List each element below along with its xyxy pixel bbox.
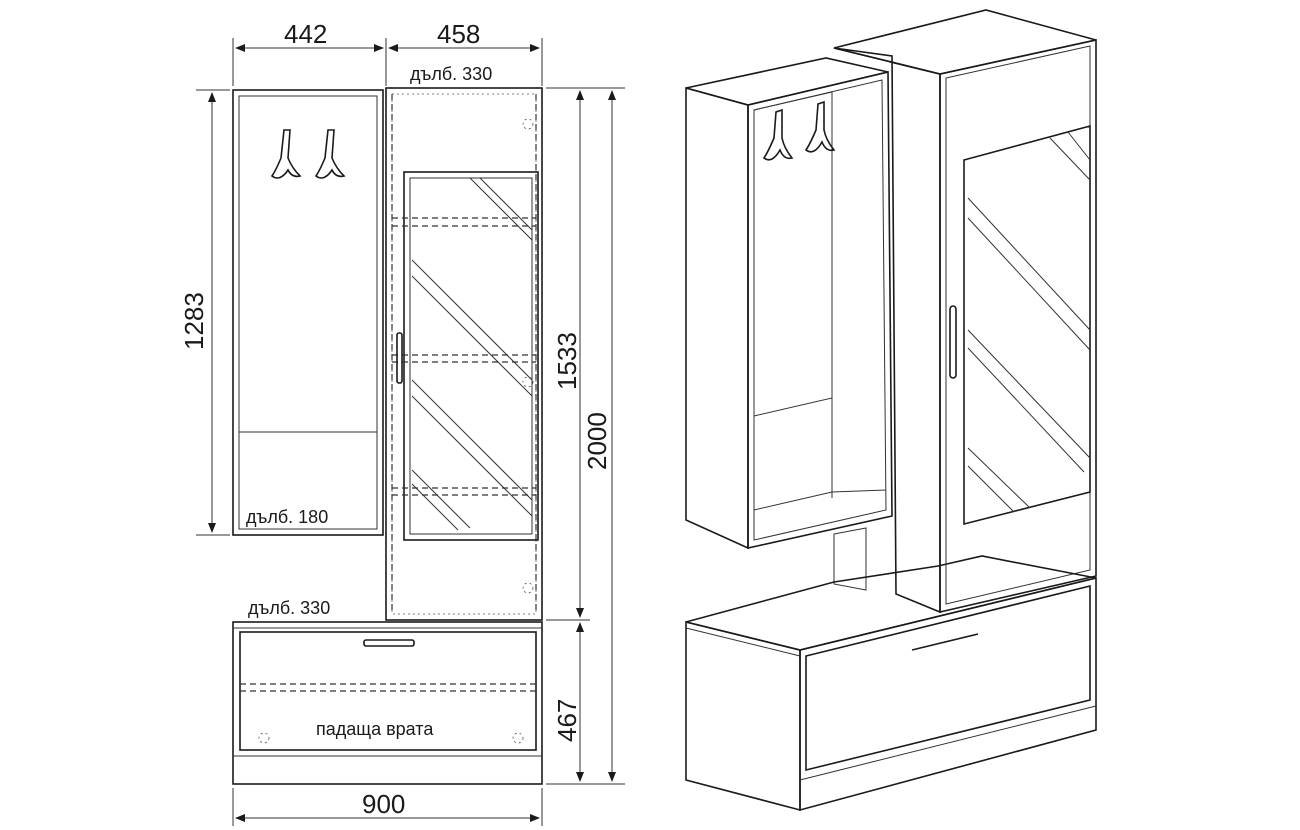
dim-width-right: 458 bbox=[437, 19, 480, 49]
coat-hook-icon bbox=[270, 129, 302, 179]
perspective-bench bbox=[685, 555, 1097, 812]
glass-door bbox=[403, 171, 539, 541]
glass-hatch bbox=[411, 177, 533, 531]
dim-height-total: 2000 bbox=[582, 412, 612, 470]
bench-body bbox=[232, 621, 543, 785]
dim-width-total: 900 bbox=[362, 789, 405, 819]
coat-hook-icon bbox=[804, 100, 836, 153]
dim-depth-right: дълб. 330 bbox=[410, 64, 492, 84]
bench-door-label: падаща врата bbox=[316, 719, 434, 739]
dim-height-bench: 467 bbox=[552, 699, 582, 742]
coat-hook-icon bbox=[762, 108, 794, 161]
hinge-icon bbox=[522, 118, 534, 130]
bench-handle bbox=[911, 633, 979, 651]
cabinet-handle bbox=[396, 332, 403, 384]
perspective-hanger bbox=[685, 57, 893, 550]
dim-height-cabinet: 1533 bbox=[552, 332, 582, 390]
hinge-icon bbox=[512, 732, 524, 744]
cabinet-body bbox=[385, 87, 543, 621]
dim-height-hanger: 1283 bbox=[179, 292, 209, 350]
coat-hook-icon bbox=[314, 129, 346, 179]
hinge-icon bbox=[258, 732, 270, 744]
front-view: дълб. 180 bbox=[179, 19, 625, 826]
perspective-cabinet bbox=[833, 9, 1097, 614]
perspective-view bbox=[685, 9, 1097, 812]
bench-depth-label: дълб. 330 bbox=[248, 598, 330, 618]
bench-handle bbox=[363, 639, 415, 647]
hanger-depth-label: дълб. 180 bbox=[246, 507, 328, 527]
hanger-panel bbox=[232, 89, 384, 536]
hinge-icon bbox=[522, 582, 534, 594]
hinge-icon bbox=[522, 376, 534, 388]
cabinet-handle bbox=[949, 305, 957, 379]
dim-width-left: 442 bbox=[284, 19, 327, 49]
